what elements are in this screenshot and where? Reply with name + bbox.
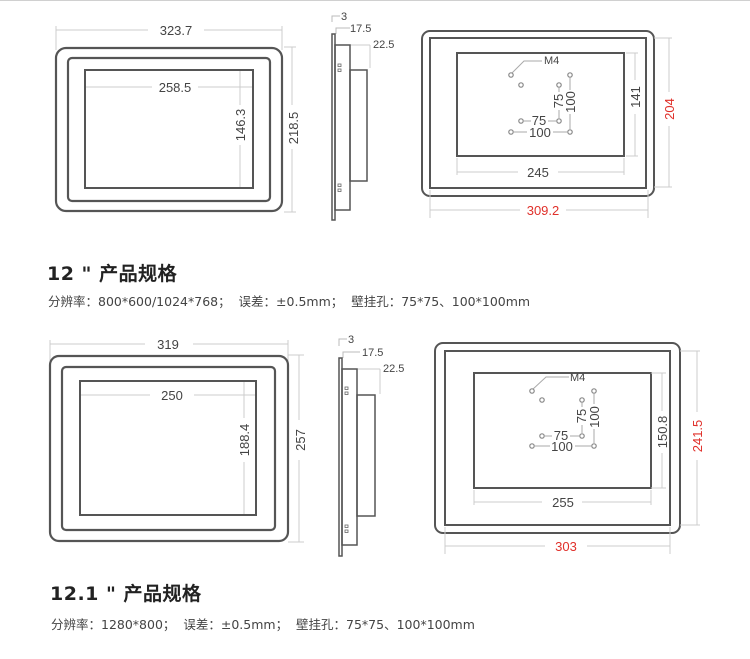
dim-side-17-5: 17.5 — [350, 23, 371, 35]
vesa-small-v: 75 — [574, 409, 589, 423]
dim-screen-width: 250 — [161, 388, 183, 403]
front-view-12: 323.7 218.5 258.5 146.3 — [54, 22, 301, 213]
dim-cutout-width: 255 — [552, 495, 574, 510]
side-view-12-1: 3 17.5 22.5 — [338, 334, 404, 557]
screw-label: M4 — [570, 372, 585, 384]
product-title-12-1: 12.1 " 产品规格 — [50, 583, 202, 605]
vesa-small-h: 75 — [554, 428, 568, 443]
dim-outer-width: 323.7 — [160, 23, 193, 38]
back-view-12-1: 150.8 241.5 255 303 M4 75 100 75 100 — [434, 342, 705, 554]
dim-cutout-width: 245 — [527, 165, 549, 180]
vesa-large-h: 100 — [551, 439, 573, 454]
top-divider — [0, 0, 750, 1]
dim-outer-width: 319 — [157, 337, 179, 352]
side-view-12: 3 17.5 22.5 — [331, 11, 394, 221]
dim-side-17-5: 17.5 — [362, 347, 383, 359]
dim-back-outer-width: 303 — [555, 539, 577, 554]
dim-screen-width: 258.5 — [159, 80, 192, 95]
dim-outer-height: 218.5 — [286, 112, 301, 145]
product-spec-12: 分辨率：800*600/1024*768； 误差：±0.5mm； 壁挂孔：75*… — [48, 294, 531, 309]
product-spec-12-1: 分辨率：1280*800； 误差：±0.5mm； 壁挂孔：75*75、100*1… — [51, 617, 475, 632]
dim-outer-height: 257 — [293, 429, 308, 451]
dim-side-22-5: 22.5 — [383, 363, 404, 375]
vesa-small-v: 75 — [551, 94, 566, 108]
vesa-small-h: 75 — [532, 113, 546, 128]
vesa-large-h: 100 — [529, 125, 551, 140]
dim-side-3: 3 — [348, 334, 354, 346]
dim-side-3: 3 — [341, 11, 347, 23]
dim-side-22-5: 22.5 — [373, 39, 394, 51]
dim-back-outer-height: 204 — [662, 98, 677, 120]
dim-screen-height: 188.4 — [237, 424, 252, 457]
back-view-12: 141 204 245 309.2 M4 75 100 75 100 — [421, 30, 677, 218]
dim-back-outer-width: 309.2 — [527, 203, 560, 218]
dim-back-outer-height: 241.5 — [690, 420, 705, 453]
screw-label: M4 — [544, 55, 559, 67]
vesa-large-v: 100 — [587, 406, 602, 428]
vesa-large-v: 100 — [563, 91, 578, 113]
front-view-12-1: 319 257 250 188.4 — [48, 336, 308, 543]
dim-screen-height: 146.3 — [233, 109, 248, 142]
dim-cutout-height: 150.8 — [655, 416, 670, 449]
product-title-12: 12 " 产品规格 — [47, 263, 178, 285]
dim-cutout-height: 141 — [628, 86, 643, 108]
